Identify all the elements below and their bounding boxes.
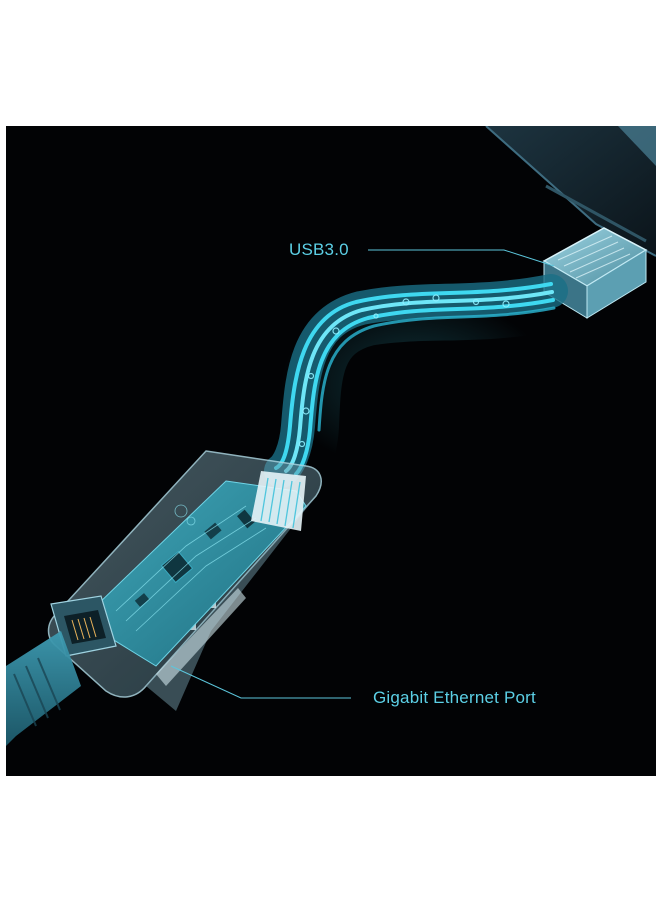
product-illustration: USB3.0 Gigabit Ethernet Port	[6, 126, 656, 776]
ethernet-cable	[6, 631, 81, 746]
callout-lines	[170, 249, 555, 699]
usb-label: USB3.0	[289, 240, 349, 259]
ribbon-connector	[251, 471, 306, 531]
ethernet-port-label: Gigabit Ethernet Port	[373, 688, 536, 707]
adapter-illustration	[6, 126, 656, 746]
laptop-edge	[485, 126, 656, 257]
usb-cable	[246, 261, 586, 506]
